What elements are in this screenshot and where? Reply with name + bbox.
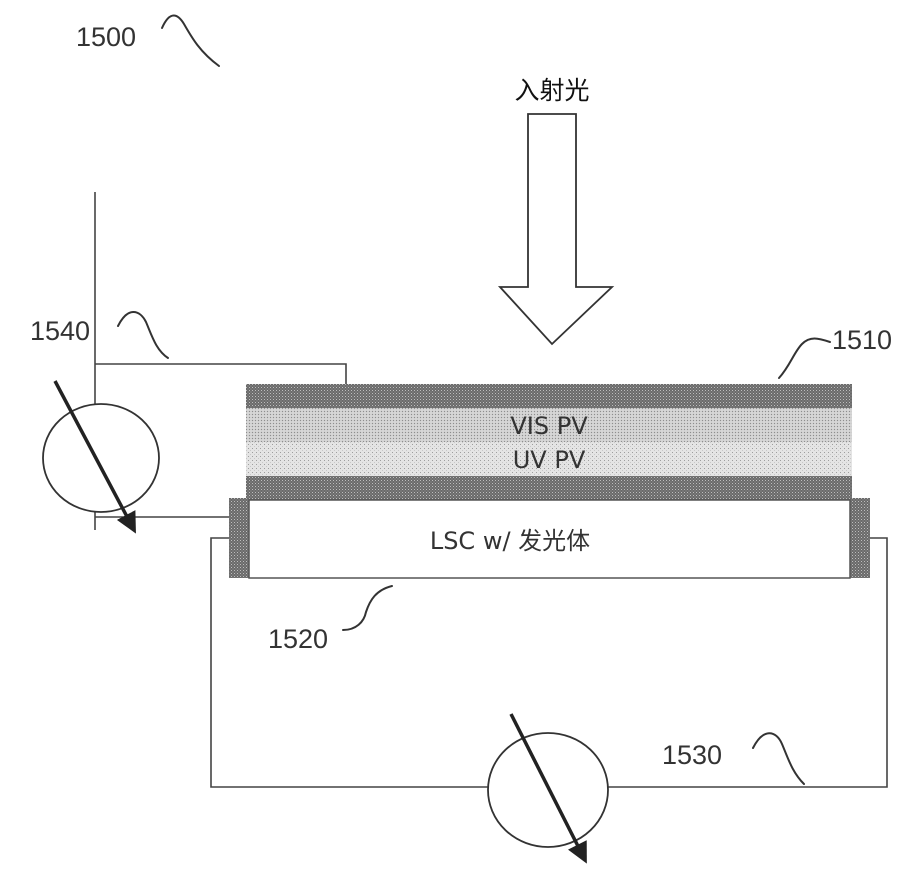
ref-1510-label: 1510 xyxy=(832,325,892,355)
ref-1530-leader xyxy=(753,733,804,784)
uv-pv-label: UV PV xyxy=(513,446,586,474)
left-meter-top-wire xyxy=(95,364,346,384)
vis-pv-label: VIS PV xyxy=(510,412,588,440)
incident-light-label: 入射光 xyxy=(514,76,589,105)
ref-1520-label: 1520 xyxy=(268,624,328,654)
incident-light-arrow xyxy=(500,114,612,344)
ref-1510-leader xyxy=(779,339,830,379)
ref-1540-label: 1540 xyxy=(30,316,90,346)
lsc-left-edge-cell xyxy=(229,498,249,578)
ref-1500-leader xyxy=(162,16,219,67)
ref-1520-leader xyxy=(343,586,392,630)
ref-1500-label: 1500 xyxy=(76,22,136,52)
lsc-label: LSC w/ 发光体 xyxy=(430,527,590,555)
ref-1530-label: 1530 xyxy=(662,740,722,770)
ref-1540-leader xyxy=(118,312,168,358)
pv-top-layer xyxy=(246,384,852,408)
pv-bottom-layer xyxy=(246,476,852,500)
lsc-right-edge-cell xyxy=(850,498,870,578)
left-meter-circle xyxy=(43,404,159,512)
